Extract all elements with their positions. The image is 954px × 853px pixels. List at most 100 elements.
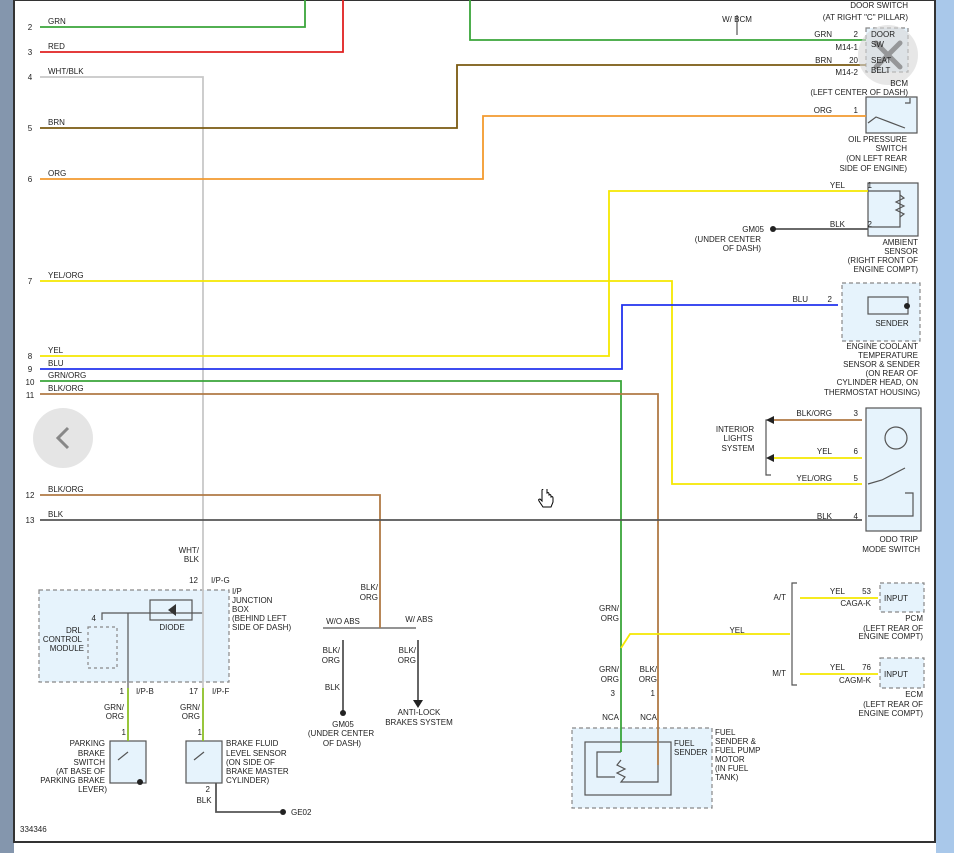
label-bcm-m142: M14-2 — [835, 68, 858, 77]
wire-bcm-grn — [469, 0, 866, 41]
label-w-org: ORG — [398, 656, 416, 665]
label-amb-blk: BLK — [830, 220, 846, 229]
close-button[interactable] — [858, 25, 918, 85]
label-w-bcm: W/ BCM — [722, 15, 752, 24]
resistor-icon — [894, 194, 906, 218]
label-diode: DIODE — [159, 623, 184, 632]
label-bcm-m141: M14-1 — [835, 43, 858, 52]
label-amb-3: (RIGHT FRONT OF — [848, 256, 918, 265]
label-fs-pin1: 1 — [651, 689, 656, 698]
ambient-sensor-box — [867, 182, 919, 237]
label-drl-3: MODULE — [50, 644, 84, 653]
label-il-1: INTERIOR — [716, 425, 754, 434]
at-mt-brace — [791, 582, 797, 686]
label-oil-4: SIDE OF ENGINE) — [839, 164, 907, 173]
label-n3: 3 — [28, 48, 33, 57]
label-bf-org: ORG — [182, 712, 200, 721]
label-amb-2: SENSOR — [884, 247, 918, 256]
odo-switch-contact — [867, 467, 906, 485]
wire-10-grn-org — [40, 380, 622, 752]
label-amb-yel: YEL — [830, 181, 846, 190]
brake-fluid-switch-contact — [193, 751, 205, 761]
label-ect-6: THERMOSTAT HOUSING) — [824, 388, 920, 397]
label-fs-org1: ORG — [601, 614, 619, 623]
label-odo-pin5: 5 — [854, 474, 859, 483]
label-jb-pin17: 17 — [189, 687, 198, 696]
label-n10: 10 — [26, 378, 35, 387]
label-bcm-seat: SEAT — [871, 56, 891, 65]
wire-3-red — [40, 0, 344, 53]
ip-junction-box — [38, 589, 230, 683]
label-c12: BLK/ORG — [48, 485, 84, 494]
pcm-box — [879, 582, 925, 613]
label-gm05-a: GM05 — [742, 225, 764, 234]
label-c11: BLK/ORG — [48, 384, 84, 393]
label-oil-1: OIL PRESSURE — [848, 135, 907, 144]
label-abs-blk: BLK/ — [361, 583, 379, 592]
label-n13: 13 — [26, 516, 35, 525]
label-ecm-yel: YEL — [830, 663, 846, 672]
wire-2-grn — [40, 0, 306, 28]
ground-ge02-icon — [280, 809, 286, 815]
fuel-sender-circuit — [596, 751, 621, 778]
label-abs-2: BRAKES SYSTEM — [385, 718, 453, 727]
label-ect-blu: BLU — [792, 295, 808, 304]
abs-arrow-icon — [413, 700, 423, 708]
label-fs-6: TANK) — [715, 773, 739, 782]
label-pb-grn: GRN/ — [104, 703, 125, 712]
label-pb-pin: 1 — [122, 728, 127, 737]
label-pcm-2: ENGINE COMPT) — [859, 632, 924, 641]
parking-switch-contact — [117, 751, 129, 761]
previous-button[interactable] — [33, 408, 93, 468]
label-n4: 4 — [28, 73, 33, 82]
label-odo-yelorg: YEL/ORG — [796, 474, 832, 483]
diagram-page — [13, 0, 936, 843]
chevron-left-icon — [55, 426, 70, 450]
label-ect-3: SENSOR & SENDER — [843, 360, 920, 369]
ecm-box — [879, 657, 925, 689]
label-jb-ipf: I/P-F — [212, 687, 229, 696]
label-odo-blk: BLK — [817, 512, 833, 521]
label-jb-pin1: 1 — [120, 687, 125, 696]
label-pcm: PCM — [905, 614, 923, 623]
wire-fuel-yel — [620, 633, 790, 649]
parking-brake-switch-box — [109, 740, 147, 784]
label-bcm-belt: BELT — [871, 66, 891, 75]
label-gm05-b1: (UNDER CENTER — [308, 729, 374, 738]
ground-gm05-icon — [770, 226, 776, 232]
label-bf-blk: BLK — [196, 796, 212, 805]
label-ect-4: (ON REAR OF — [866, 369, 919, 378]
label-fs-5: (IN FUEL — [715, 764, 749, 773]
label-bf-2: LEVEL SENSOR — [226, 749, 287, 758]
label-fs-pin3: 3 — [611, 689, 616, 698]
label-n11: 11 — [26, 391, 35, 400]
brake-fluid-sensor-box — [185, 740, 223, 784]
label-odo-1: ODO TRIP — [879, 535, 918, 544]
fuel-sender-inner — [584, 741, 672, 796]
fuel-sender-resistor — [615, 759, 659, 783]
lamp-icon — [884, 426, 908, 450]
label-odo-pin6: 6 — [854, 447, 859, 456]
label-pb-4: (AT BASE OF — [56, 767, 105, 776]
close-icon[interactable] — [873, 40, 903, 70]
label-bf-4: BRAKE MASTER — [226, 767, 289, 776]
label-c9: BLU — [48, 359, 64, 368]
label-c13: BLK — [48, 510, 64, 519]
label-n5: 5 — [28, 124, 33, 133]
label-fs-3: FUEL PUMP — [715, 746, 761, 755]
wire-6-org — [40, 115, 866, 180]
wire-12-blk-org — [40, 494, 381, 628]
label-n6: 6 — [28, 175, 33, 184]
label-n9: 9 — [28, 365, 33, 374]
label-c3: RED — [48, 42, 65, 51]
wire-4-wht-blk — [40, 76, 204, 688]
label-pb-org: ORG — [106, 712, 124, 721]
label-fs-nca1: NCA — [602, 713, 620, 722]
drl-module-box — [87, 626, 118, 669]
diode-icon — [168, 604, 176, 616]
label-bf-1: BRAKE FLUID — [226, 739, 279, 748]
label-bf-3: (ON SIDE OF — [226, 758, 275, 767]
label-pcm-yel: YEL — [830, 587, 846, 596]
label-amb-pin2: 2 — [868, 220, 873, 229]
scrollbar-track[interactable] — [936, 0, 954, 853]
